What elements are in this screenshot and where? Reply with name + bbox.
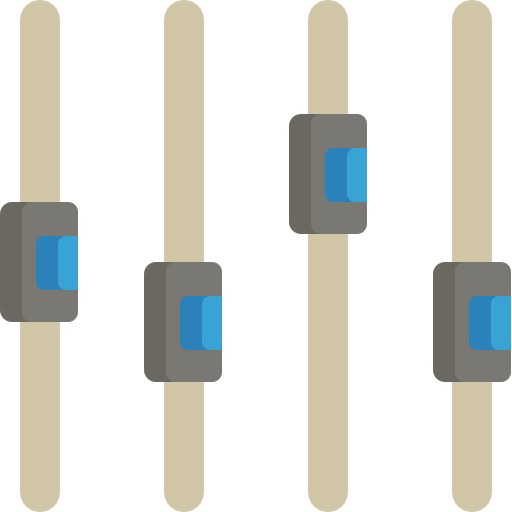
slider-knob-1[interactable]: [0, 202, 78, 322]
slider-indicator-highlight-3: [347, 148, 367, 202]
slider-knob-2[interactable]: [144, 262, 222, 382]
slider-indicator-highlight-2: [202, 296, 222, 350]
slider-knob-4[interactable]: [433, 262, 511, 382]
slider-track-4: [452, 0, 492, 512]
slider-indicator-highlight-4: [491, 296, 511, 350]
slider-track-2: [164, 0, 204, 512]
slider-knob-3[interactable]: [289, 114, 367, 234]
slider-indicator-highlight-1: [58, 236, 78, 290]
slider-track-3: [308, 0, 348, 512]
